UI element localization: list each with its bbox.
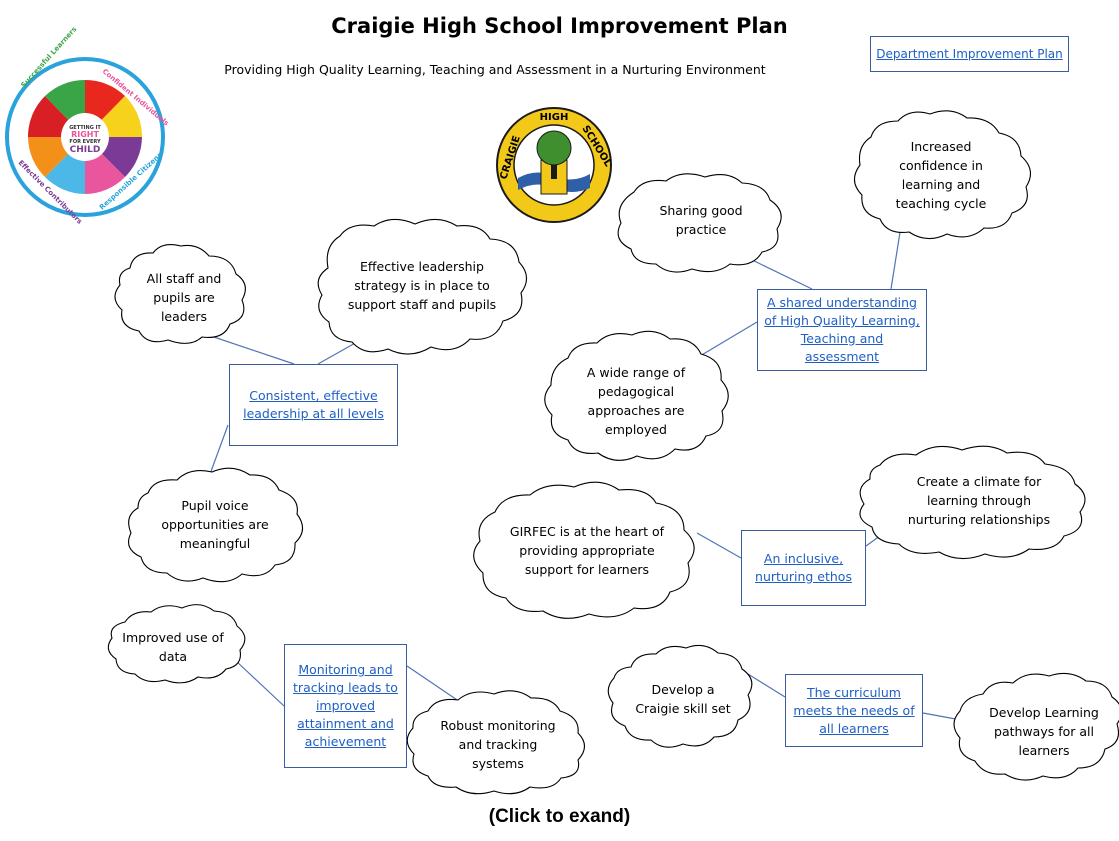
box-curriculum[interactable]: The curriculum meets the needs of all le…	[785, 674, 923, 747]
cloud-shape	[114, 244, 246, 344]
cloud-pupil-voice: Pupil voice opportunities are meaningful	[161, 497, 269, 551]
cloud-shape	[406, 690, 586, 795]
girfec-wheel-logo: GETTING IT RIGHT FOR EVERY CHILD Success…	[5, 25, 170, 226]
box-inclusive-ethos[interactable]: An inclusive, nurturing ethos	[741, 530, 866, 606]
cloud-shape	[853, 110, 1032, 240]
cloud-shape	[107, 604, 246, 684]
cloud-sharing-practice: Sharing good practice	[659, 203, 743, 237]
cloud-wide-range: A wide range of pedagogical approaches a…	[586, 365, 686, 437]
cloud-climate: Create a climate for learning through nu…	[907, 473, 1051, 527]
cloud-skill-set: Develop a Craigie skill set	[635, 682, 731, 716]
cloud-improved-data: Improved use of data	[122, 630, 224, 664]
page-title: Craigie High School Improvement Plan	[331, 14, 788, 38]
connector-line	[890, 225, 902, 290]
school-crest-logo: CRAIGIE HIGH SCHOOL	[496, 107, 614, 223]
connector-line	[747, 673, 786, 698]
cloud-shape	[607, 644, 753, 748]
department-plan-link[interactable]: Department Improvement Plan	[870, 36, 1069, 72]
cloud-shape	[953, 672, 1119, 781]
wheel-center-mid: RIGHT	[71, 130, 99, 139]
cloud-shape	[317, 218, 528, 355]
cloud-shape	[128, 467, 304, 583]
cloud-shape	[859, 445, 1086, 560]
cloud-increased-confidence: Increased confidence in learning and tea…	[895, 139, 987, 211]
cloud-learning-pathways: Develop Learning pathways for all learne…	[989, 704, 1099, 758]
crest-text-mid: HIGH	[540, 112, 569, 123]
expand-caption[interactable]: (Click to exand)	[488, 806, 631, 827]
box-leadership[interactable]: Consistent, effective leadership at all …	[229, 364, 398, 446]
cloud-all-staff: All staff and pupils are leaders	[146, 270, 222, 324]
page-subtitle: Providing High Quality Learning, Teachin…	[224, 62, 766, 77]
connector-line	[696, 532, 742, 559]
connector-line	[747, 257, 813, 290]
connector-line	[699, 321, 758, 357]
cloud-shape	[544, 330, 729, 461]
box-shared-understanding[interactable]: A shared understanding of High Quality L…	[757, 289, 927, 371]
wheel-center-child: CHILD	[70, 145, 101, 155]
connector-line	[234, 659, 285, 707]
cloud-robust-monitoring: Robust monitoring and tracking systems	[440, 717, 556, 771]
wheel-center-top: GETTING IT	[69, 125, 101, 131]
cloud-effective-strategy: Effective leadership strategy is in plac…	[347, 258, 497, 312]
wheel-center-low: FOR EVERY	[69, 139, 101, 145]
cloud-shape	[473, 481, 695, 619]
connector-line	[317, 341, 358, 365]
cloud-shape	[617, 173, 782, 273]
cloud-girfec: GIRFEC is at the heart of providing appr…	[509, 523, 665, 577]
box-monitoring[interactable]: Monitoring and tracking leads to improve…	[284, 644, 407, 768]
